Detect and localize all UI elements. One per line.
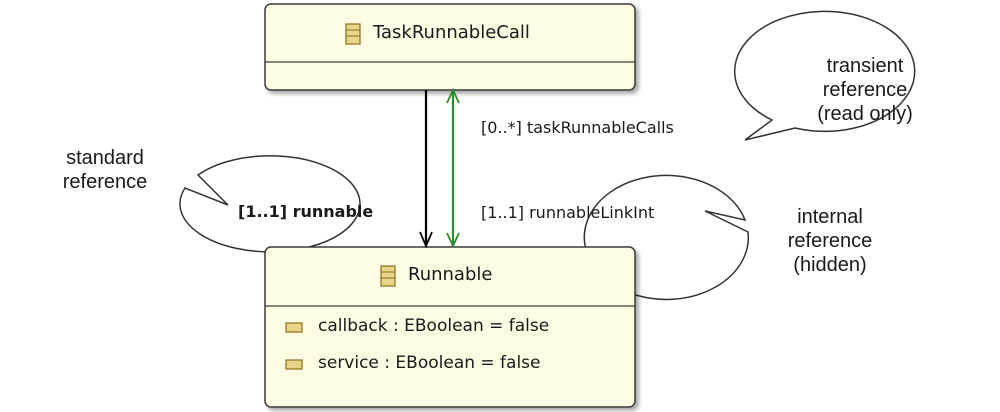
reference-label-task-runnable-calls: [0..*] taskRunnableCalls <box>481 118 674 137</box>
reference-label-runnable: [1..1] runnable <box>238 202 374 221</box>
attribute-icon <box>285 322 303 333</box>
class-name-task-runnable-call: TaskRunnableCall <box>373 22 530 43</box>
callout-transient-line-3: (read only) <box>817 103 913 125</box>
callout-internal-text: internal reference (hidden) <box>750 205 910 277</box>
callout-transient-line-1: transient <box>826 55 904 77</box>
callout-transient-bubble <box>733 10 916 141</box>
class-box-runnable[interactable] <box>264 246 636 408</box>
callout-internal-line-2: reference <box>787 230 873 252</box>
attribute-callback[interactable]: callback : EBoolean = false <box>318 316 550 336</box>
attribute-icon <box>285 359 303 370</box>
attribute-service[interactable]: service : EBoolean = false <box>318 353 541 373</box>
reference-task-runnable-calls-arrow[interactable] <box>446 87 460 249</box>
callout-standard-text: standard reference <box>20 146 190 194</box>
class-icon <box>345 23 361 45</box>
class-box-task-runnable-call[interactable] <box>264 3 636 91</box>
callout-internal-line-3: (hidden) <box>793 254 867 276</box>
callout-transient-text: transient reference (read only) <box>785 54 945 126</box>
callout-standard-bubble <box>179 155 361 253</box>
class-icon <box>380 265 396 287</box>
callout-transient-line-2: reference <box>822 79 908 101</box>
callout-internal-line-1: internal <box>797 206 863 228</box>
callout-standard-line-2: reference <box>62 171 148 193</box>
class-name-runnable: Runnable <box>408 264 493 285</box>
reference-runnable-arrow[interactable] <box>419 90 433 249</box>
reference-label-runnable-link-int: [1..1] runnableLinkInt <box>481 203 655 222</box>
callout-standard-line-1: standard <box>66 147 144 169</box>
